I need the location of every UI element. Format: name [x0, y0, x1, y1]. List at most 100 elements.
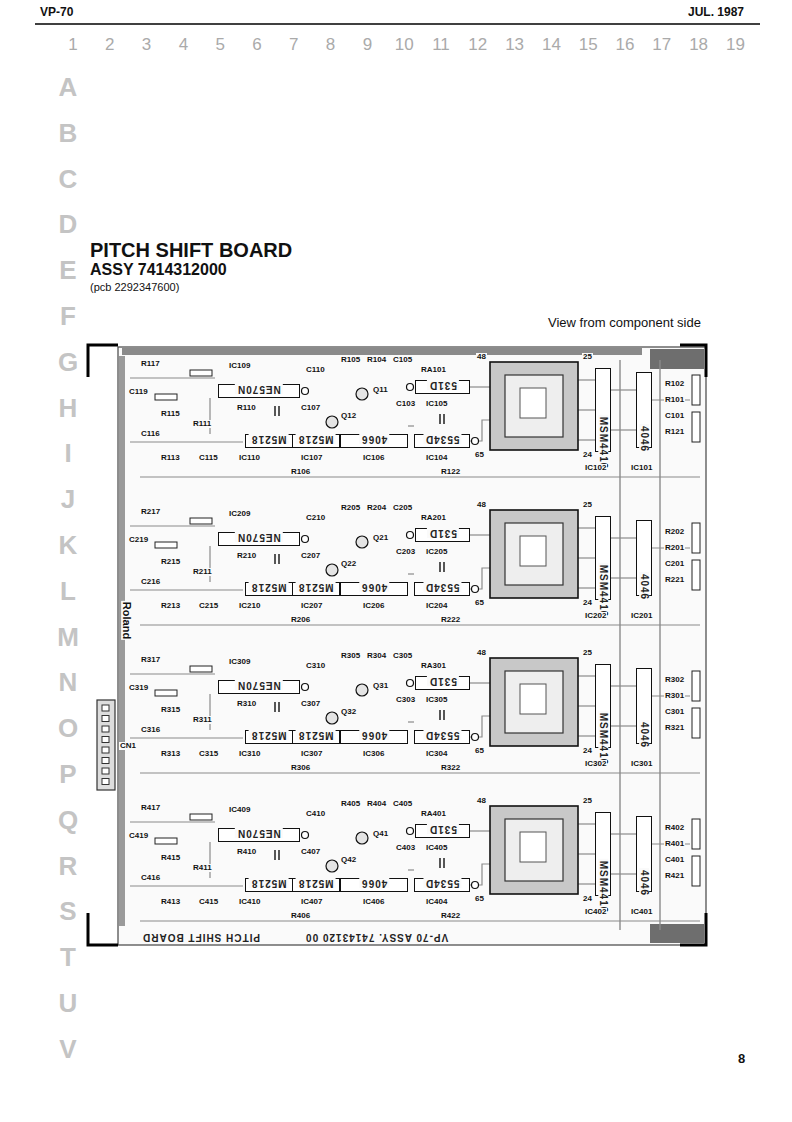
pin-mark [407, 532, 414, 539]
ic-chip: M5218 [292, 582, 340, 596]
grid-row: C [59, 166, 78, 192]
component-designator: IC101 [630, 464, 653, 472]
transistor-symbol [356, 832, 368, 844]
copper-trace [140, 772, 700, 773]
part-number: NE570N [235, 384, 283, 394]
component-designator: C207 [300, 552, 321, 560]
copper-trace [578, 409, 595, 410]
component-designator: RA201 [420, 514, 447, 522]
chip-die [505, 375, 563, 437]
ic-chip: NE570N [218, 828, 300, 842]
copper-trace [470, 534, 490, 535]
component-designator: IC102 [584, 464, 607, 472]
component-designator: Q21 [372, 534, 389, 542]
grid-column: 9 [363, 36, 372, 53]
copper-trace [209, 546, 210, 582]
ic-chip: MSM4416 [595, 516, 611, 600]
part-number: 5534D [423, 878, 461, 888]
connector-symbol [97, 700, 115, 790]
copper-trace [130, 441, 243, 442]
ground-pad [650, 349, 704, 369]
component-designator: C416 [140, 874, 161, 882]
component-designator: IC406 [362, 898, 385, 906]
component-designator: IC104 [425, 454, 448, 462]
component-designator: R205 [340, 504, 361, 512]
part-number: NE570N [235, 532, 283, 542]
component-designator: C405 [392, 800, 413, 808]
copper-trace [209, 694, 210, 730]
grid-column: 17 [652, 36, 671, 53]
copper-trace [130, 589, 243, 590]
resistor-symbol [692, 412, 700, 442]
component-designator: 24 [582, 599, 593, 607]
component-designator: R302 [664, 676, 685, 684]
component-designator: 48 [476, 797, 487, 805]
component-designator: IC210 [238, 602, 261, 610]
copper-trace [130, 673, 215, 674]
resistor-symbol [190, 518, 212, 524]
part-number: M5218 [296, 730, 336, 740]
resistor-symbol [155, 838, 177, 844]
part-number: 5534D [423, 582, 461, 592]
resistor-symbol [155, 690, 177, 696]
resistor-symbol [692, 708, 700, 738]
component-designator: 65 [474, 895, 485, 903]
grid-row: U [59, 990, 78, 1016]
bus-trace [619, 360, 620, 930]
component-designator: R110 [236, 404, 257, 412]
component-designator: R304 [366, 652, 387, 660]
pcb-number: (pcb 2292347600) [90, 282, 179, 293]
component-designator: C216 [140, 578, 161, 586]
grid-row: F [60, 303, 76, 329]
component-designator: IC307 [300, 750, 323, 758]
grid-row: M [57, 624, 79, 650]
component-designator: IC107 [300, 454, 323, 462]
ic-chip: 531D [415, 676, 470, 690]
connector-label: CN1 [119, 742, 137, 750]
chip-package [490, 362, 578, 450]
component-designator: R221 [664, 576, 685, 584]
pin-mark [302, 388, 309, 395]
resistor-symbol [692, 819, 700, 849]
component-designator: IC409 [228, 806, 251, 814]
ic-chip: M5218 [292, 878, 340, 892]
component-designator: Q22 [340, 560, 357, 568]
part-number: M5218 [249, 878, 289, 888]
pcb-ground [118, 347, 706, 945]
transistor-symbol [326, 564, 338, 576]
component-designator: C210 [305, 514, 326, 522]
chip-die-center [520, 684, 546, 714]
connector-pin [102, 737, 109, 743]
grid-column: 1 [68, 36, 77, 53]
component-designator: C407 [300, 848, 321, 856]
grid-row: G [58, 349, 78, 375]
copper-trace [611, 833, 636, 834]
copper-trace [611, 725, 636, 726]
component-designator: IC405 [425, 844, 448, 852]
part-number: M5218 [296, 434, 336, 444]
pin-mark [407, 384, 414, 391]
component-designator: IC201 [630, 612, 653, 620]
component-designator: IC207 [300, 602, 323, 610]
chip-package [490, 658, 578, 746]
component-designator: C403 [395, 844, 416, 852]
grid-row: B [59, 120, 78, 146]
ic-chip: NE570N [218, 680, 300, 694]
component-designator: R115 [160, 410, 181, 418]
component-designator: IC402 [584, 908, 607, 916]
part-number: 531D [427, 380, 459, 390]
copper-trace [578, 675, 595, 676]
resistor-symbol [155, 542, 177, 548]
copper-trace [611, 429, 636, 430]
grid-row: H [59, 395, 78, 421]
component-designator: 25 [582, 797, 593, 805]
grid-row: R [59, 853, 78, 879]
copper-trace [578, 823, 595, 824]
part-number: 531D [427, 824, 459, 834]
component-designator: C215 [198, 602, 219, 610]
component-designator: 65 [474, 599, 485, 607]
component-designator: R322 [440, 764, 461, 772]
component-designator: Q11 [372, 386, 389, 394]
resistor-symbol [692, 560, 700, 590]
copper-trace [578, 379, 595, 380]
